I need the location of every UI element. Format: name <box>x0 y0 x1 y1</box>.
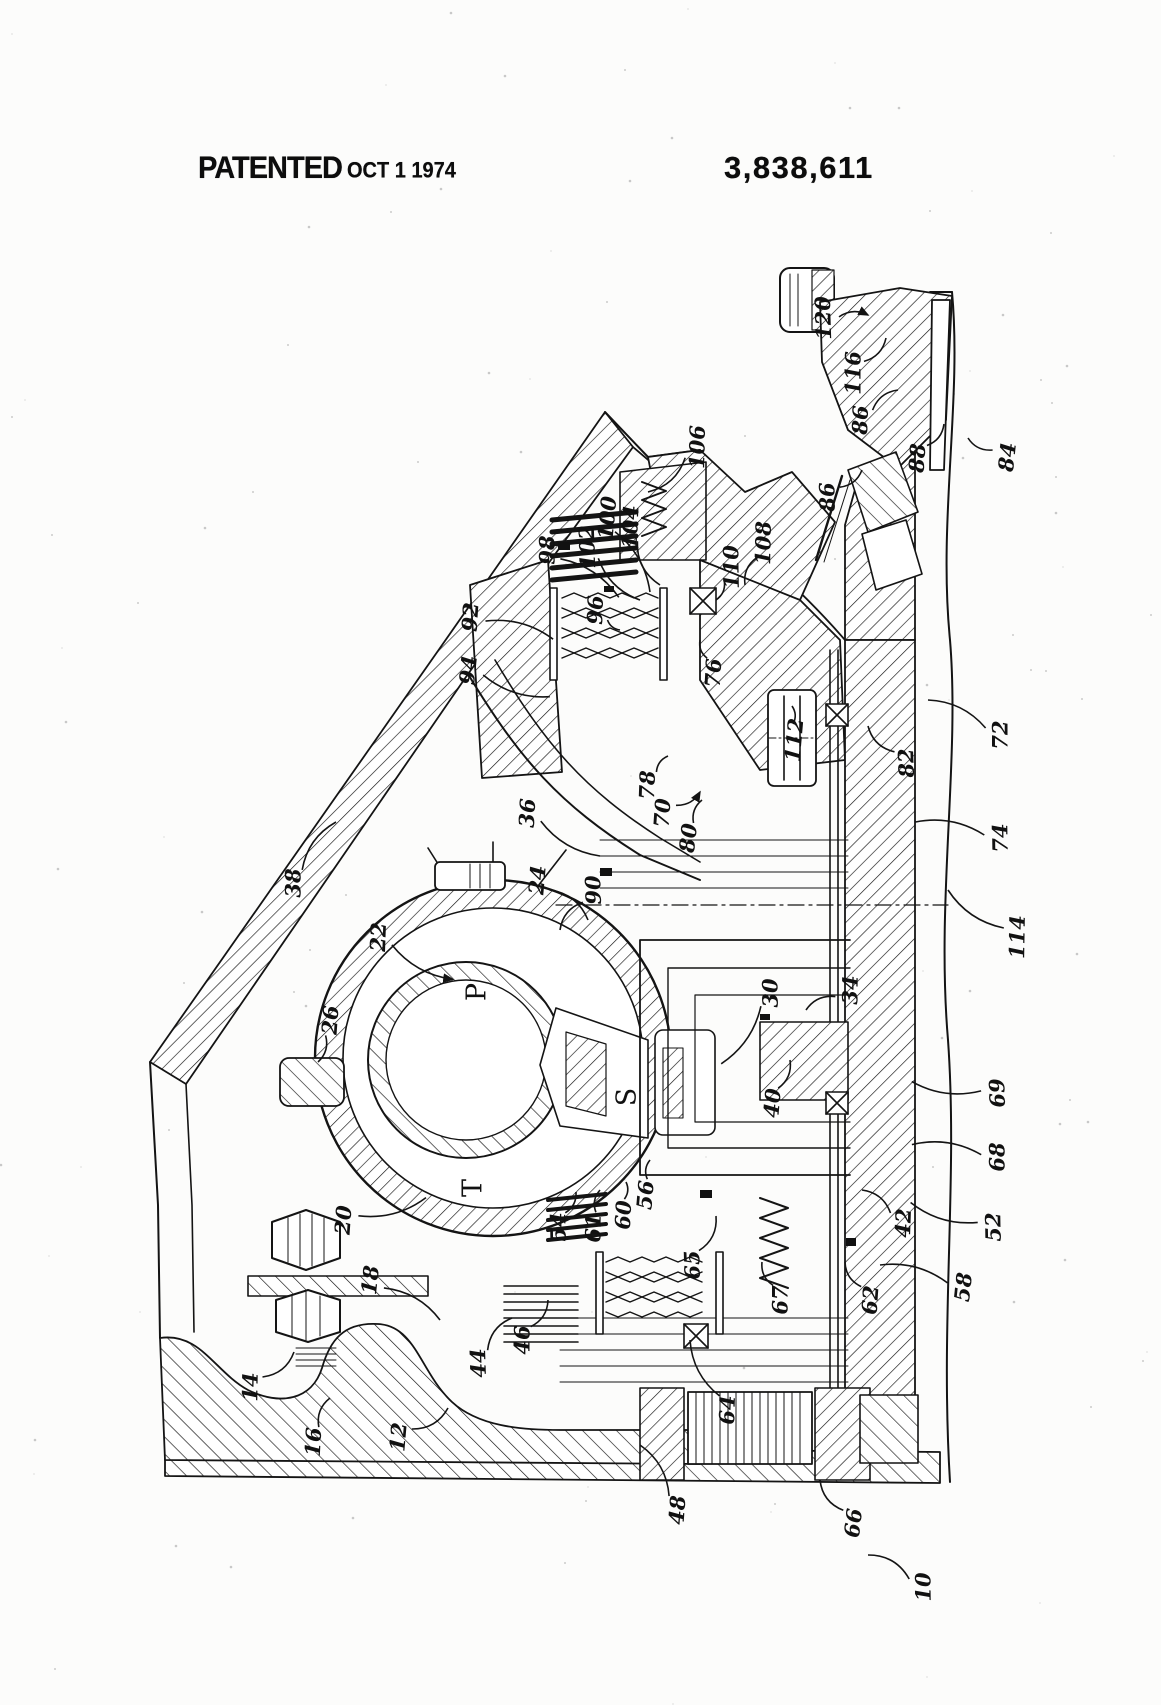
ref-label-92: 92 <box>457 602 484 633</box>
ref-label-42: 42 <box>890 1208 916 1238</box>
ref-label-86: 86 <box>814 482 840 512</box>
ref-label-16: 16 <box>300 1427 326 1458</box>
ref-label-24: 24 <box>523 864 550 895</box>
component-letter-S: S <box>612 1088 643 1107</box>
ref-label-68: 68 <box>985 1142 1010 1171</box>
ref-label-104: 104 <box>616 504 643 549</box>
ref-label-88: 88 <box>904 443 931 474</box>
patented-label: PATENTED <box>198 150 342 186</box>
ref-label-18: 18 <box>356 1264 384 1296</box>
ref-label-116: 116 <box>841 351 866 395</box>
ref-label-26: 26 <box>317 1005 344 1036</box>
ref-label-56: 56 <box>631 1179 658 1210</box>
ref-label-98: 98 <box>535 535 560 564</box>
ref-label-90: 90 <box>580 875 606 905</box>
ref-label-72: 72 <box>988 720 1013 749</box>
ref-label-112: 112 <box>780 717 809 763</box>
ref-label-38: 38 <box>281 868 306 897</box>
ref-label-69: 69 <box>984 1078 1010 1108</box>
ref-label-44: 44 <box>465 1348 491 1378</box>
ref-label-78: 78 <box>634 770 660 800</box>
ref-label-61: 61 <box>580 1213 606 1243</box>
ref-label-102: 102 <box>574 525 601 570</box>
ref-label-80: 80 <box>674 822 702 854</box>
ref-label-70: 70 <box>649 798 676 829</box>
ref-label-54: 54 <box>545 1212 571 1242</box>
ref-label-52: 52 <box>980 1212 1006 1242</box>
ref-label-82: 82 <box>893 748 919 778</box>
ref-label-67: 67 <box>768 1285 793 1314</box>
ref-label-46: 46 <box>510 1325 535 1354</box>
ref-label-62: 62 <box>857 1285 884 1316</box>
ref-label-74: 74 <box>987 823 1013 853</box>
ref-label-34: 34 <box>837 975 863 1005</box>
ref-label-106: 106 <box>684 425 710 469</box>
ref-label-58: 58 <box>949 1271 977 1303</box>
ref-label-94: 94 <box>454 654 482 686</box>
patent-date: OCT 1 1974 <box>347 159 456 185</box>
ref-label-84: 84 <box>993 441 1021 473</box>
patent-number: 3,838,611 <box>724 150 874 186</box>
ref-label-96: 96 <box>582 595 608 625</box>
component-letter-T: T <box>458 1179 489 1197</box>
ref-label-65: 65 <box>679 1250 705 1280</box>
ref-label-40: 40 <box>758 1087 785 1118</box>
ref-label-22: 22 <box>365 922 391 952</box>
ref-label-64: 64 <box>714 1395 740 1425</box>
ref-label-20: 20 <box>330 1205 357 1236</box>
ref-label-86: 86 <box>847 405 873 435</box>
ref-label-48: 48 <box>664 1495 691 1526</box>
ref-label-10: 10 <box>910 1572 936 1602</box>
ref-label-108: 108 <box>750 521 776 565</box>
ref-label-66: 66 <box>839 1507 867 1539</box>
ref-label-36: 36 <box>514 798 540 829</box>
ref-label-110: 110 <box>718 545 744 589</box>
ref-label-114: 114 <box>1004 915 1030 959</box>
ref-label-76: 76 <box>700 658 726 689</box>
ref-label-12: 12 <box>384 1421 411 1452</box>
ref-label-30: 30 <box>757 978 783 1008</box>
ref-label-120: 120 <box>810 296 837 341</box>
patented-stamp: PATENTEDOCT 1 1974 <box>198 152 456 185</box>
ref-label-14: 14 <box>237 1372 263 1402</box>
component-letter-P: P <box>462 983 493 1001</box>
